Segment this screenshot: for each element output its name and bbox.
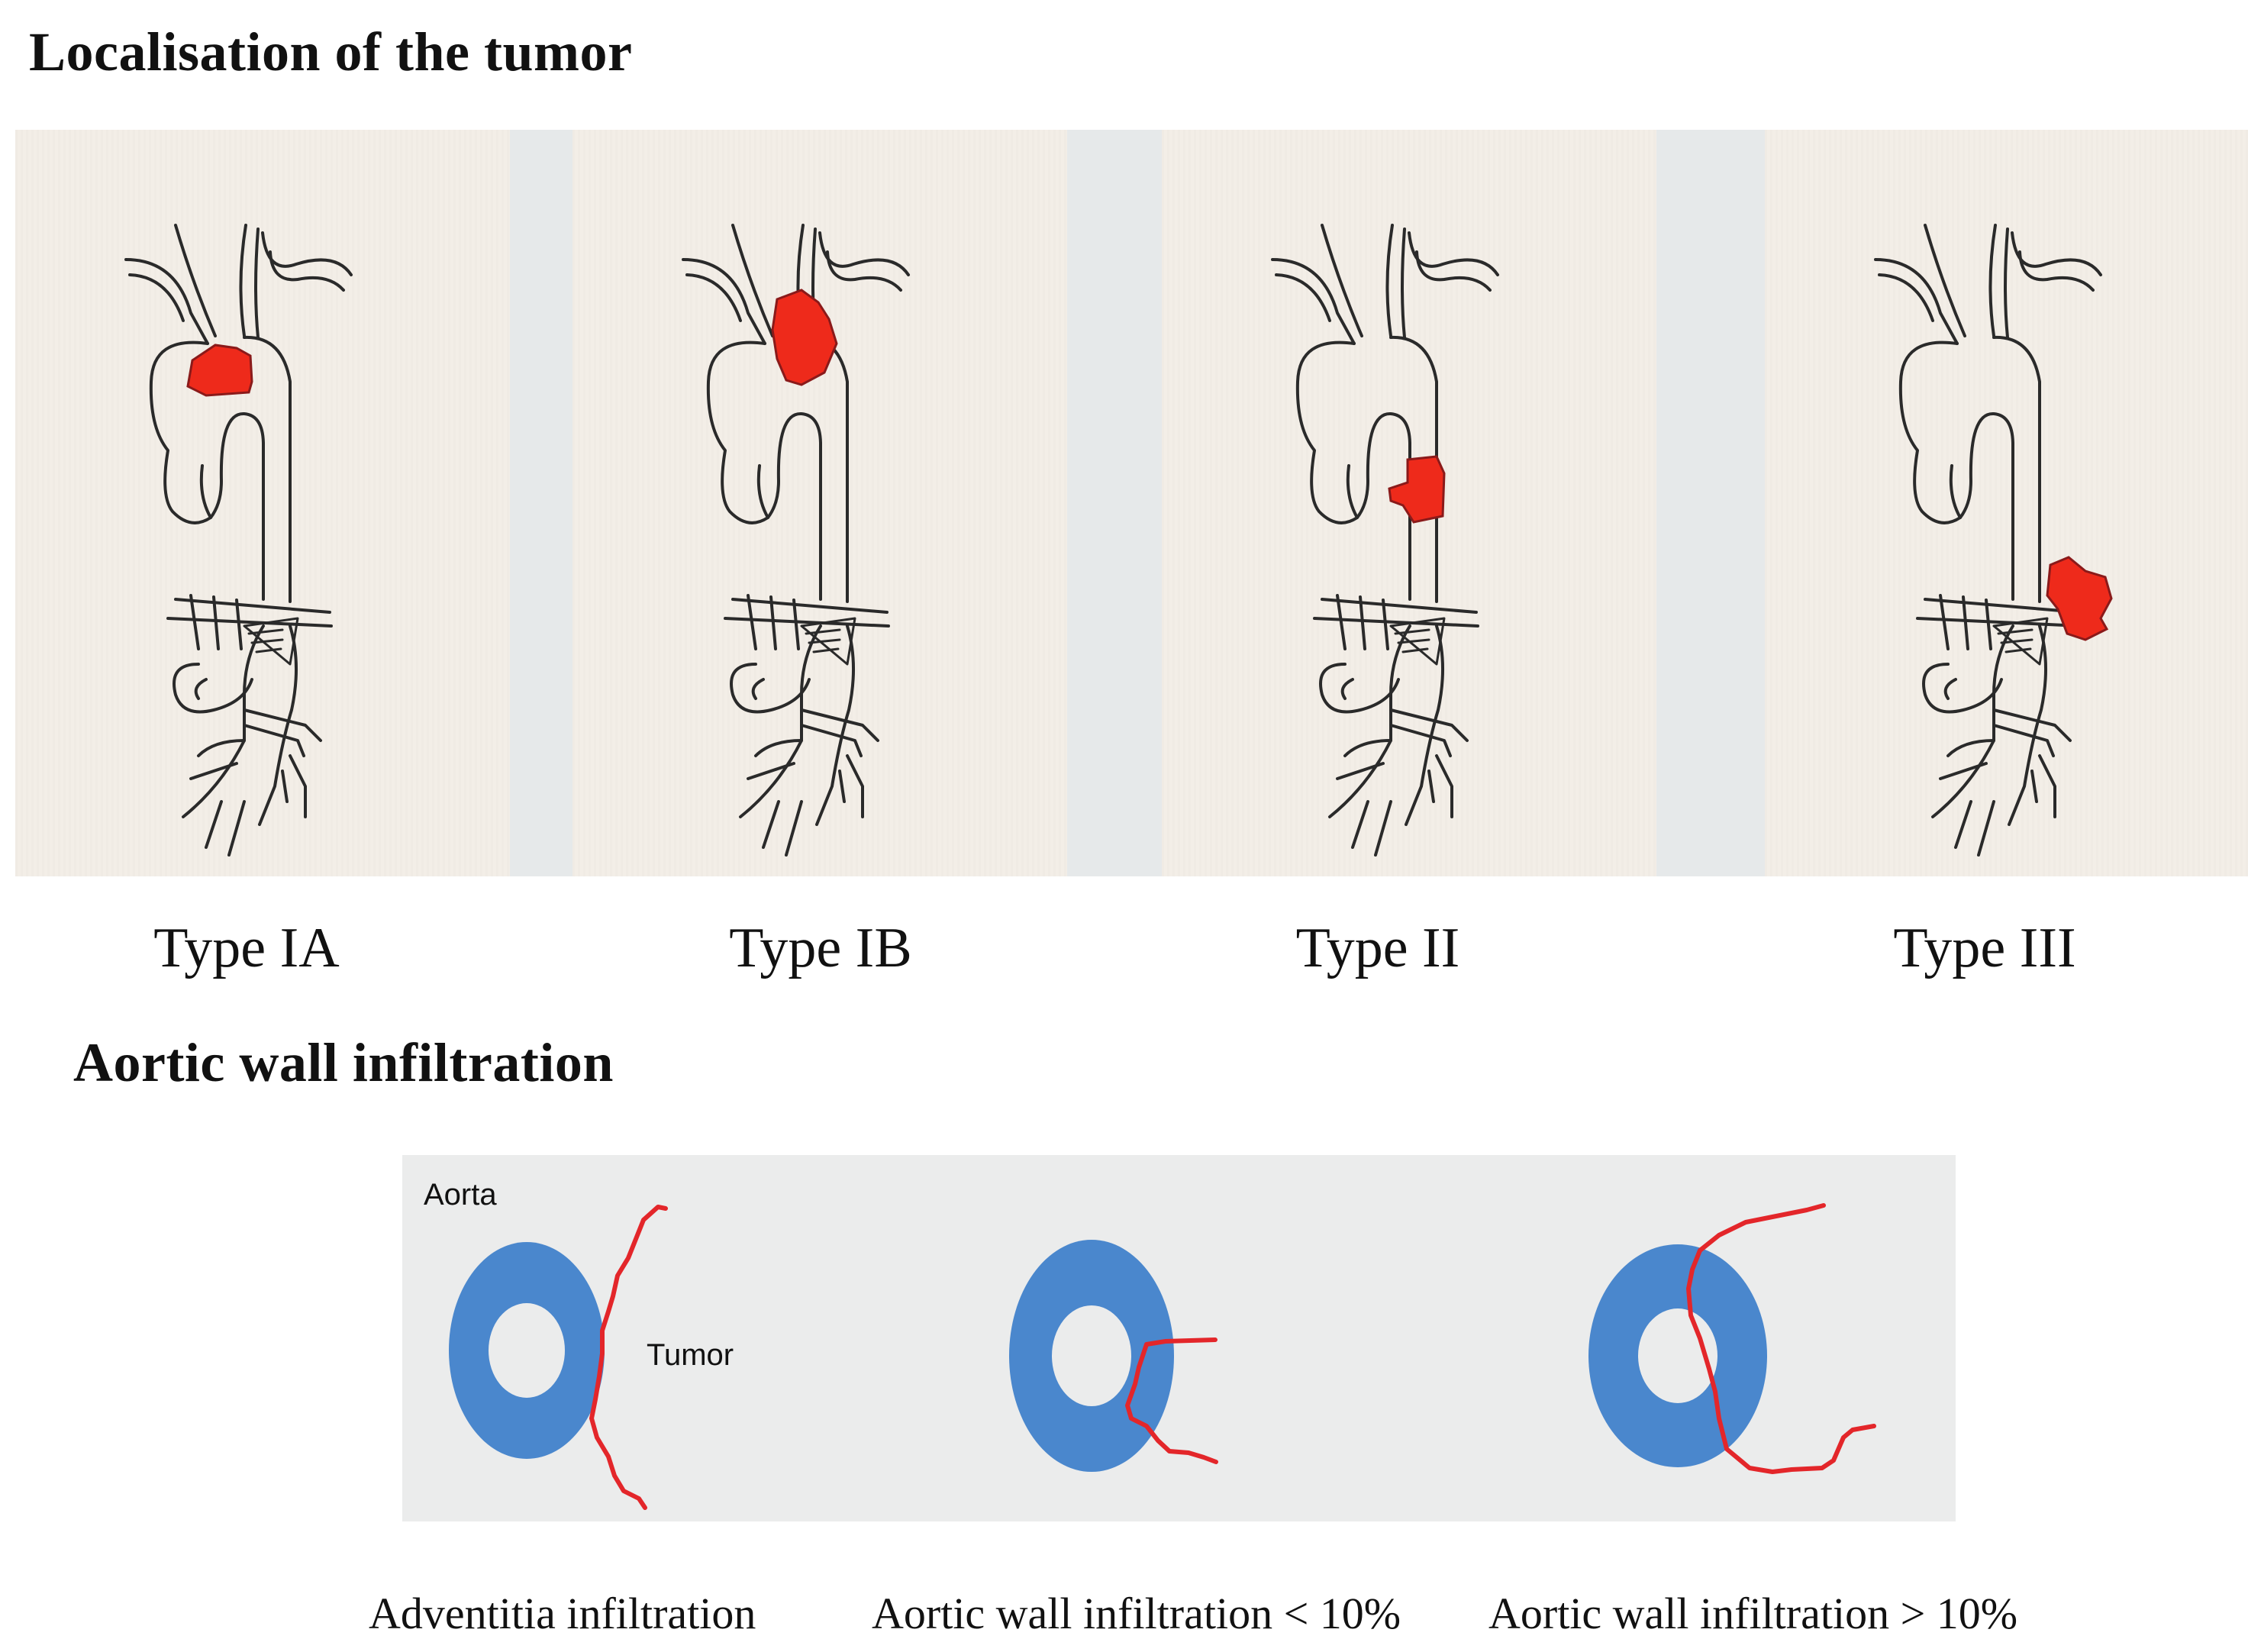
tumor-marker (2046, 556, 2113, 641)
aorta-drawing-type-iii (1874, 224, 2113, 857)
panel-gap (1067, 130, 1162, 876)
aorta-drawing-type-ib (682, 224, 910, 857)
panel-type-ib (572, 130, 1067, 876)
type-label-ib: Type IB (729, 917, 912, 979)
tumor-boundary-gt10 (1686, 1203, 1876, 1474)
type-label-ia: Type IA (153, 917, 340, 979)
panel-type-ia (15, 130, 510, 876)
aorta-ring-lt10 (1009, 1240, 1174, 1472)
heading-infiltration: Aortic wall infiltration (73, 1032, 614, 1093)
panel-type-iii (1765, 130, 2248, 876)
caption-adventitia-infiltration: Adventitia infiltration (369, 1589, 756, 1638)
type-label-iii: Type III (1893, 917, 2076, 979)
tumor-marker (771, 289, 838, 386)
panel-type-ii (1162, 130, 1656, 876)
caption-wall-infiltration-lt10: Aortic wall infiltration < 10% (872, 1589, 1401, 1638)
aorta-ring-adventitia (449, 1242, 605, 1459)
panel-gap (1656, 130, 1765, 876)
tumor-label: Tumor (647, 1338, 734, 1372)
tumor-boundary-adventitia (589, 1205, 668, 1510)
infiltration-diagram: Aorta Tumor (402, 1155, 1956, 1521)
tumor-marker (186, 344, 253, 397)
tumor-marker (1388, 455, 1446, 524)
caption-wall-infiltration-gt10: Aortic wall infiltration > 10% (1488, 1589, 2018, 1638)
heading-localisation: Localisation of the tumor (29, 21, 633, 82)
aorta-ring-gt10 (1588, 1244, 1767, 1467)
aorta-drawing-type-ii (1271, 224, 1499, 857)
tumor-boundary-lt10 (1125, 1337, 1218, 1464)
aorta-label: Aorta (424, 1178, 497, 1212)
infiltration-drawing (449, 1203, 1876, 1510)
type-label-ii: Type II (1295, 917, 1460, 979)
aorta-drawing-type-ia (124, 224, 353, 857)
